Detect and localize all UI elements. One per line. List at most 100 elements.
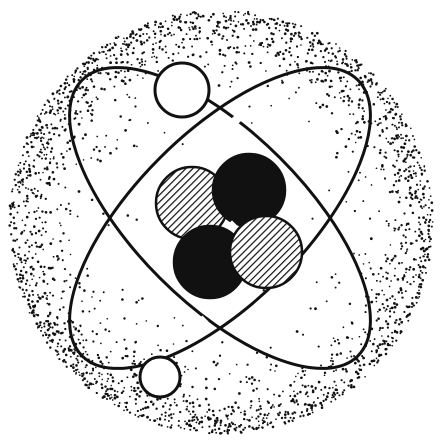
cloud-dot	[386, 101, 388, 103]
cloud-dot	[149, 419, 151, 421]
cloud-dot	[204, 415, 206, 417]
cloud-dot	[311, 409, 313, 411]
cloud-dot	[409, 283, 411, 285]
cloud-dot	[10, 233, 12, 235]
cloud-dot	[77, 215, 79, 217]
cloud-dot	[423, 196, 425, 198]
cloud-dot	[400, 248, 402, 250]
cloud-dot	[109, 61, 112, 64]
cloud-dot	[100, 322, 102, 324]
cloud-dot	[331, 59, 333, 61]
cloud-dot	[49, 211, 52, 214]
cloud-dot	[411, 306, 413, 308]
cloud-dot	[428, 236, 431, 239]
cloud-dot	[420, 286, 423, 289]
cloud-dot	[312, 39, 315, 42]
cloud-dot	[78, 190, 81, 193]
cloud-dot	[115, 147, 117, 149]
cloud-dot	[124, 71, 126, 73]
cloud-dot	[22, 289, 24, 291]
cloud-dot	[223, 15, 225, 17]
cloud-dot	[59, 240, 61, 242]
cloud-dot	[136, 381, 139, 384]
cloud-dot	[322, 56, 324, 58]
cloud-dot	[339, 50, 341, 52]
cloud-dot	[312, 62, 314, 64]
cloud-dot	[331, 86, 333, 88]
cloud-dot	[309, 41, 312, 44]
cloud-dot	[263, 21, 266, 24]
cloud-dot	[41, 126, 43, 128]
cloud-dot	[405, 268, 408, 271]
cloud-dot	[389, 286, 391, 288]
cloud-dot	[62, 351, 64, 353]
cloud-dot	[93, 383, 95, 385]
cloud-dot	[12, 188, 14, 190]
cloud-dot	[220, 424, 222, 426]
cloud-dot	[140, 40, 143, 43]
cloud-dot	[65, 208, 68, 211]
cloud-dot	[120, 48, 122, 50]
cloud-dot	[389, 315, 391, 317]
cloud-dot	[335, 388, 338, 391]
cloud-dot	[108, 330, 110, 332]
cloud-dot	[401, 321, 403, 323]
cloud-dot	[14, 206, 16, 208]
cloud-dot	[185, 400, 188, 403]
cloud-dot	[237, 36, 240, 39]
cloud-dot	[56, 330, 59, 333]
cloud-dot	[46, 182, 48, 184]
cloud-dot	[316, 32, 319, 35]
cloud-dot	[114, 99, 117, 102]
cloud-dot	[315, 388, 317, 390]
cloud-dot	[134, 105, 136, 107]
cloud-dot	[401, 262, 403, 264]
cloud-dot	[32, 294, 34, 296]
cloud-dot	[384, 342, 386, 344]
cloud-dot	[234, 424, 236, 426]
cloud-dot	[62, 92, 64, 94]
cloud-dot	[126, 355, 129, 358]
cloud-dot	[419, 167, 421, 169]
cloud-dot	[402, 146, 405, 149]
cloud-dot	[101, 46, 103, 48]
cloud-dot	[330, 360, 332, 362]
cloud-dot	[17, 189, 19, 191]
cloud-dot	[127, 61, 129, 63]
cloud-dot	[327, 43, 329, 45]
cloud-dot	[91, 62, 93, 64]
cloud-dot	[385, 271, 387, 273]
cloud-dot	[134, 97, 136, 99]
cloud-dot	[400, 134, 402, 136]
cloud-dot	[43, 146, 45, 148]
cloud-dot	[429, 187, 431, 189]
cloud-dot	[58, 89, 60, 91]
cloud-dot	[110, 374, 113, 377]
cloud-dot	[267, 400, 269, 402]
cloud-dot	[306, 37, 308, 39]
cloud-dot	[112, 399, 114, 401]
cloud-dot	[64, 268, 66, 270]
cloud-dot	[339, 47, 341, 49]
cloud-dot	[96, 392, 98, 394]
cloud-dot	[17, 278, 20, 281]
cloud-dot	[421, 272, 423, 274]
cloud-dot	[380, 267, 383, 270]
cloud-dot	[158, 27, 160, 29]
cloud-dot	[38, 155, 40, 157]
cloud-dot	[304, 385, 307, 388]
cloud-dot	[146, 25, 149, 28]
cloud-dot	[269, 18, 271, 20]
cloud-dot	[40, 195, 42, 197]
cloud-dot	[30, 141, 32, 143]
cloud-dot	[74, 71, 76, 73]
cloud-dot	[385, 138, 387, 140]
cloud-dot	[56, 162, 58, 164]
cloud-dot	[348, 99, 350, 101]
cloud-dot	[94, 378, 96, 380]
cloud-dot	[35, 322, 38, 325]
cloud-dot	[300, 38, 303, 41]
cloud-dot	[244, 427, 246, 429]
cloud-dot	[404, 177, 407, 180]
cloud-dot	[413, 258, 416, 261]
